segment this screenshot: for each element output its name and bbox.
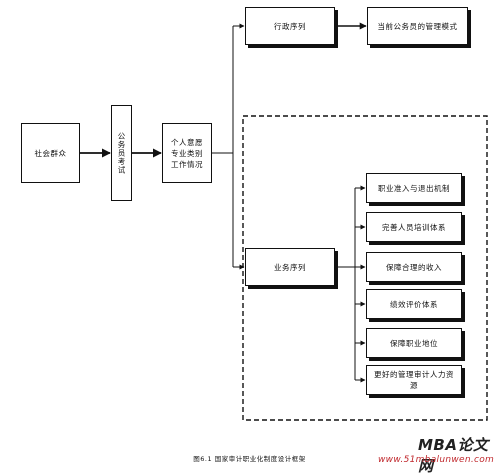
node-business-item-3-label: 保障合理的收入 [386, 262, 442, 272]
node-business-sequence-label: 业务序列 [274, 262, 306, 272]
node-business-item-3: 保障合理的收入 [366, 252, 462, 282]
node-individual: 个人意愿 专业类别 工作情况 [162, 123, 212, 183]
node-business-item-2: 完善人员培训体系 [366, 212, 462, 242]
node-business-item-5: 保障职业地位 [366, 328, 462, 358]
node-admin-sequence: 行政序列 [245, 7, 335, 45]
node-exam-label: 公务员考试 [117, 131, 126, 175]
watermark-url: www.51mbalunwen.com [378, 455, 495, 465]
node-business-sequence: 业务序列 [245, 248, 335, 286]
node-business-item-5-label: 保障职业地位 [390, 338, 438, 348]
node-business-item-1: 职业准入与退出机制 [366, 173, 462, 203]
node-admin-sequence-label: 行政序列 [274, 21, 306, 31]
node-current-mode-label: 当前公务员的管理模式 [377, 21, 458, 31]
node-public: 社会群众 [21, 123, 80, 183]
node-business-item-4: 绩效评价体系 [366, 289, 462, 319]
node-individual-label: 个人意愿 专业类别 工作情况 [171, 137, 203, 169]
node-public-label: 社会群众 [34, 148, 67, 158]
node-business-item-4-label: 绩效评价体系 [390, 299, 438, 309]
node-current-mode: 当前公务员的管理模式 [367, 7, 468, 45]
node-business-item-6-label: 更好的管理审计人力资源 [374, 370, 454, 390]
node-business-item-2-label: 完善人员培训体系 [382, 222, 446, 232]
node-business-item-1-label: 职业准入与退出机制 [378, 183, 450, 193]
node-business-item-6: 更好的管理审计人力资源 [366, 365, 462, 395]
figure-caption: 图6.1 国家审计职业化制度设计框架 [193, 455, 306, 463]
node-exam: 公务员考试 [111, 105, 132, 201]
